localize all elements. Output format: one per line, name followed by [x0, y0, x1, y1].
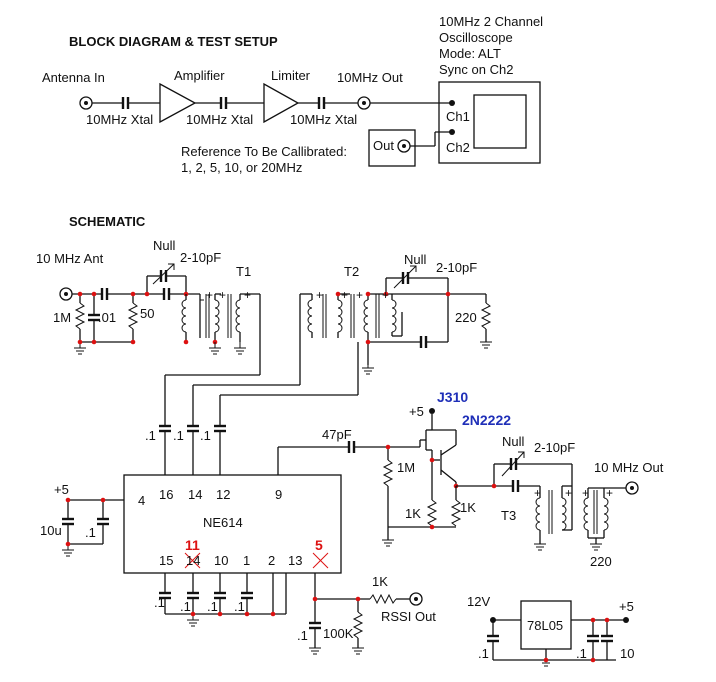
xtal-label-1: 10MHz Xtal	[86, 112, 153, 127]
svg-text:+: +	[356, 288, 363, 302]
c-10u-label: 10u	[40, 523, 62, 538]
oscilloscope	[410, 81, 541, 164]
xtal-label-2: 10MHz Xtal	[186, 112, 253, 127]
j310-label: J310	[437, 389, 468, 405]
limiter-label: Limiter	[271, 68, 311, 83]
ch2-label: Ch2	[446, 140, 470, 155]
c-p1-label-7: .1	[207, 599, 218, 614]
ic-name: NE614	[203, 515, 243, 530]
trim-label-2: 2-10pF	[436, 260, 477, 275]
c-10-label: 10	[620, 646, 634, 661]
r-100k-label: 100K	[323, 626, 354, 641]
signal-chain	[79, 82, 452, 124]
pin-12: 12	[216, 487, 230, 502]
block-10mhz-out-label: 10MHz Out	[337, 70, 403, 85]
svg-text:+: +	[565, 486, 572, 500]
pin-fix-5: 5	[315, 537, 323, 553]
r-220-label-2: 220	[590, 554, 612, 569]
ne614-ic	[62, 441, 423, 655]
scope-line-1: 10MHz 2 Channel	[439, 14, 543, 29]
v12-label: 12V	[467, 594, 490, 609]
c-47pf-label: 47pF	[322, 427, 352, 442]
sch-10mhz-out-label: 10 MHz Out	[594, 460, 664, 475]
svg-text:+: +	[382, 288, 389, 302]
svg-text:+: +	[206, 288, 213, 302]
trim-label-3: 2-10pF	[534, 440, 575, 455]
c-p1-label-8: .1	[234, 599, 245, 614]
output-buffer	[382, 408, 540, 547]
regulator-name: 78L05	[527, 618, 563, 633]
pin-14: 14	[188, 487, 202, 502]
c-p1-label-3: .1	[200, 428, 211, 443]
ic-input-caps	[159, 424, 226, 475]
c-p1-label-2: .1	[173, 428, 184, 443]
t1-label: T1	[236, 264, 251, 279]
trim-label-1: 2-10pF	[180, 250, 221, 265]
c-p1-label-10: .1	[478, 646, 489, 661]
r-220-label-1: 220	[455, 310, 477, 325]
ref-out-label: Out	[373, 138, 394, 153]
pin-1: 1	[243, 553, 250, 568]
scope-line-3: Mode: ALT	[439, 46, 501, 61]
r-50-label: 50	[140, 306, 154, 321]
c-p1-label-5: .1	[154, 595, 165, 610]
r-1k-label-2: 1K	[460, 500, 476, 515]
plus5-label-2: +5	[409, 404, 424, 419]
rssi-label: RSSI Out	[381, 609, 436, 624]
pin-4: 4	[138, 493, 145, 508]
regulator	[487, 600, 629, 667]
plus5-label-1: +5	[54, 482, 69, 497]
svg-text:+: +	[219, 288, 226, 302]
xtal-label-3: 10MHz Xtal	[290, 112, 357, 127]
pin-2: 2	[268, 553, 275, 568]
svg-text:+: +	[244, 288, 251, 302]
null-label-2: Null	[404, 252, 427, 267]
transformer-t2: + + + +	[192, 265, 492, 425]
transformer-t1: + + +	[164, 288, 261, 425]
pin-16: 16	[159, 487, 173, 502]
svg-text:+: +	[316, 288, 323, 302]
block-diagram-title: BLOCK DIAGRAM & TEST SETUP	[69, 34, 278, 49]
pin-13: 13	[288, 553, 302, 568]
c-p1-label-6: .1	[180, 599, 191, 614]
null-label-3: Null	[502, 434, 525, 449]
pin-15: 15	[159, 553, 173, 568]
ref-line-2: 1, 2, 5, 10, or 20MHz	[181, 160, 302, 175]
plus5-label-3: +5	[619, 599, 634, 614]
scope-line-2: Oscilloscope	[439, 30, 513, 45]
svg-text:+: +	[534, 486, 541, 500]
ant-label: 10 MHz Ant	[36, 251, 104, 266]
pin-14b: 14	[186, 553, 200, 568]
scope-line-4: Sync on Ch2	[439, 62, 513, 77]
c-p1-label-11: .1	[576, 646, 587, 661]
svg-text:+: +	[341, 288, 348, 302]
antenna-in-label: Antenna In	[42, 70, 105, 85]
ch1-label: Ch1	[446, 109, 470, 124]
svg-text:+: +	[582, 486, 589, 500]
r-1k-label-1: 1K	[405, 506, 421, 521]
pin-10: 10	[214, 553, 228, 568]
t2-label: T2	[344, 264, 359, 279]
transformer-t3: + + + +	[491, 451, 639, 551]
c-p1-label-9: .1	[297, 628, 308, 643]
t3-label: T3	[501, 508, 516, 523]
r-1m-label-2: 1M	[397, 460, 415, 475]
schematic-title: SCHEMATIC	[69, 214, 146, 229]
input-network	[59, 263, 200, 355]
ref-line-1: Reference To Be Callibrated:	[181, 144, 347, 159]
null-label-1: Null	[153, 238, 176, 253]
c-p1-label-1: .1	[145, 428, 156, 443]
svg-text:+: +	[606, 486, 613, 500]
amplifier-label: Amplifier	[174, 68, 225, 83]
pin-9: 9	[275, 487, 282, 502]
c-01-label: .01	[98, 310, 116, 325]
reference-source	[368, 129, 416, 167]
n2222-label: 2N2222	[462, 412, 511, 428]
pin-fix-11: 11	[185, 537, 200, 553]
c-p1-label-4: .1	[85, 525, 96, 540]
r-1m-label: 1M	[53, 310, 71, 325]
r-1k-label-rssi: 1K	[372, 574, 388, 589]
